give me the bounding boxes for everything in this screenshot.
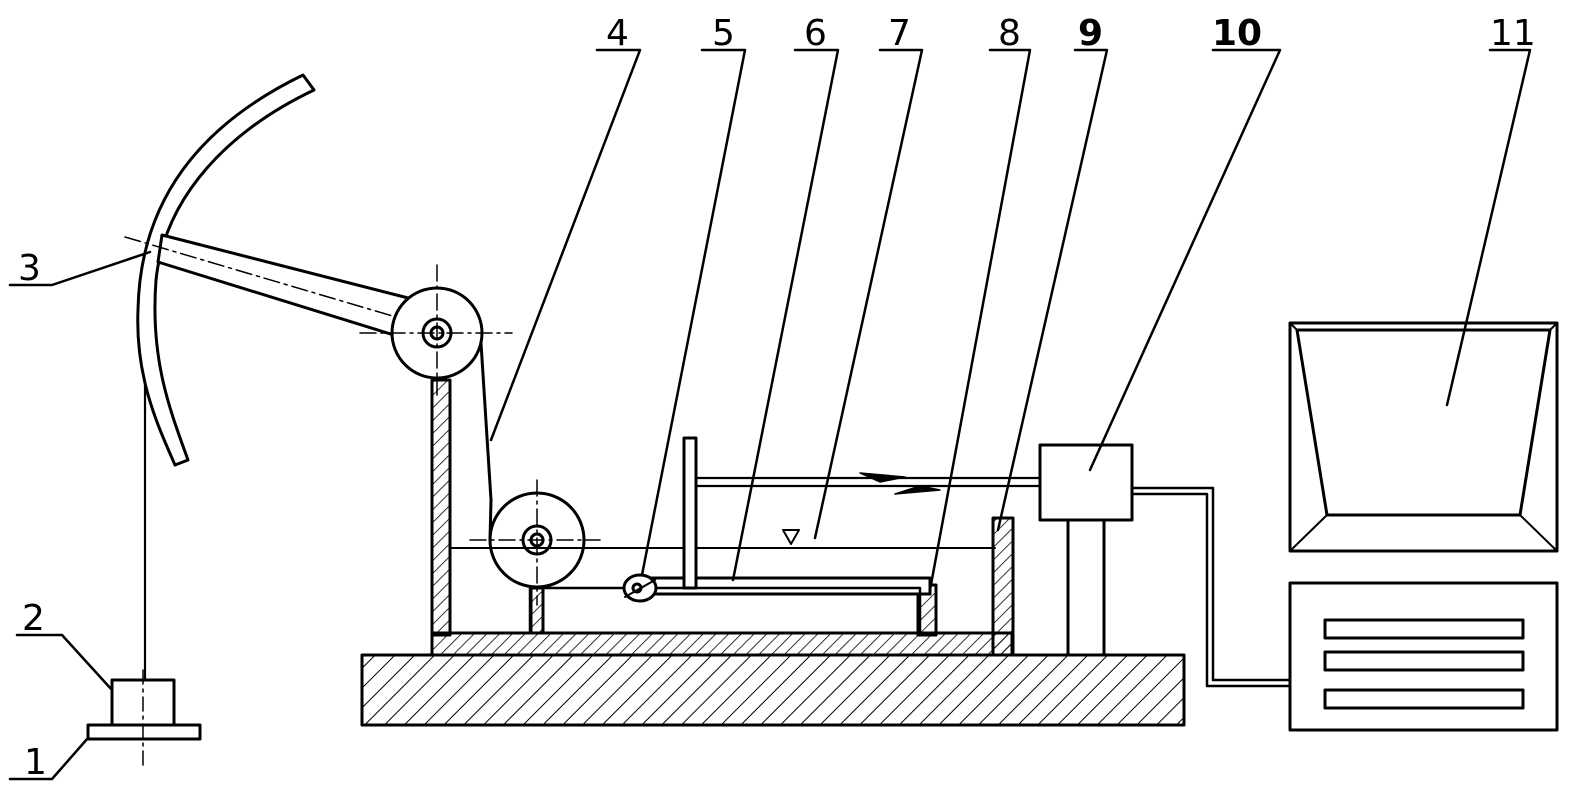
arrow-right [894,485,941,495]
data-cable [1130,486,1292,682]
base-plate [86,723,202,741]
sensor-box [1038,443,1134,657]
swing-arm [124,73,441,467]
label-11: 11 [1490,13,1536,54]
label-5: 5 [712,13,735,54]
label-7: 7 [888,13,911,54]
label-2: 2 [22,598,45,639]
indicator-post [682,436,698,590]
main-base [360,653,1186,727]
lower-pulley-post [529,586,545,635]
label-10: 10 [1212,13,1262,54]
computer-case [1288,581,1559,732]
label-6: 6 [804,13,827,54]
leader-lines [8,48,1532,781]
label-4: 4 [606,13,629,54]
upper-pulley [359,264,513,396]
arrow-left [859,472,906,483]
specimen-rod [528,576,932,635]
grip [622,573,658,603]
label-1: 1 [24,742,47,783]
computer-monitor [1288,321,1559,553]
label-9: 9 [1078,13,1103,54]
belt [479,341,493,502]
label-8: 8 [998,13,1021,54]
water-level-marker [782,529,800,545]
pulley-support [430,378,452,637]
label-3: 3 [18,248,41,289]
